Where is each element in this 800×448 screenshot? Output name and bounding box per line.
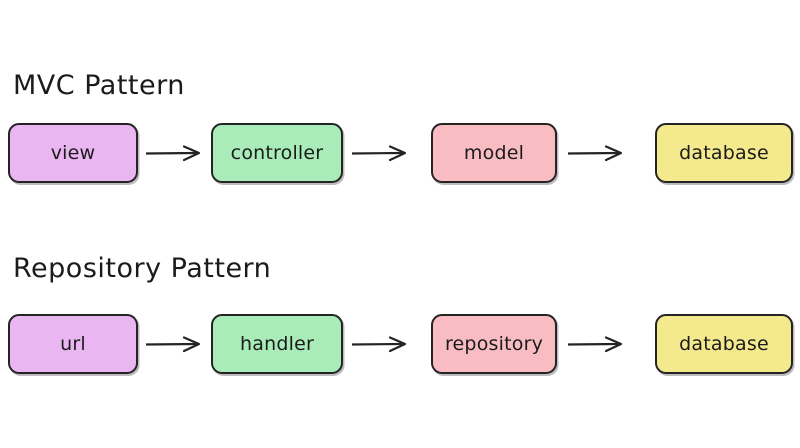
node-label: view bbox=[50, 142, 96, 164]
section-title-repository: Repository Pattern bbox=[13, 253, 272, 284]
node-url[interactable]: url bbox=[8, 314, 138, 374]
node-model[interactable]: model bbox=[431, 123, 557, 183]
node-database[interactable]: database bbox=[655, 123, 793, 183]
node-controller[interactable]: controller bbox=[211, 123, 343, 183]
arrow-controller-to-model-icon bbox=[352, 143, 414, 163]
node-label: repository bbox=[444, 333, 544, 355]
arrow-model-to-database-icon bbox=[568, 143, 630, 163]
arrow-url-to-handler-icon bbox=[146, 334, 208, 354]
node-label: handler bbox=[240, 333, 314, 355]
flow-row-repository: url handler repository database bbox=[0, 312, 800, 376]
section-title-mvc: MVC Pattern bbox=[13, 70, 185, 101]
node-label: controller bbox=[230, 142, 324, 164]
node-label: model bbox=[463, 142, 525, 164]
arrow-repository-to-database-icon bbox=[568, 334, 630, 354]
node-label: database bbox=[679, 333, 769, 355]
node-repository[interactable]: repository bbox=[431, 314, 557, 374]
node-view[interactable]: view bbox=[8, 123, 138, 183]
node-label: database bbox=[679, 142, 769, 164]
node-handler[interactable]: handler bbox=[211, 314, 343, 374]
arrow-handler-to-repository-icon bbox=[352, 334, 414, 354]
node-label: url bbox=[60, 333, 86, 355]
arrow-view-to-controller-icon bbox=[146, 143, 208, 163]
node-database[interactable]: database bbox=[655, 314, 793, 374]
flow-row-mvc: view controller model database bbox=[0, 121, 800, 185]
